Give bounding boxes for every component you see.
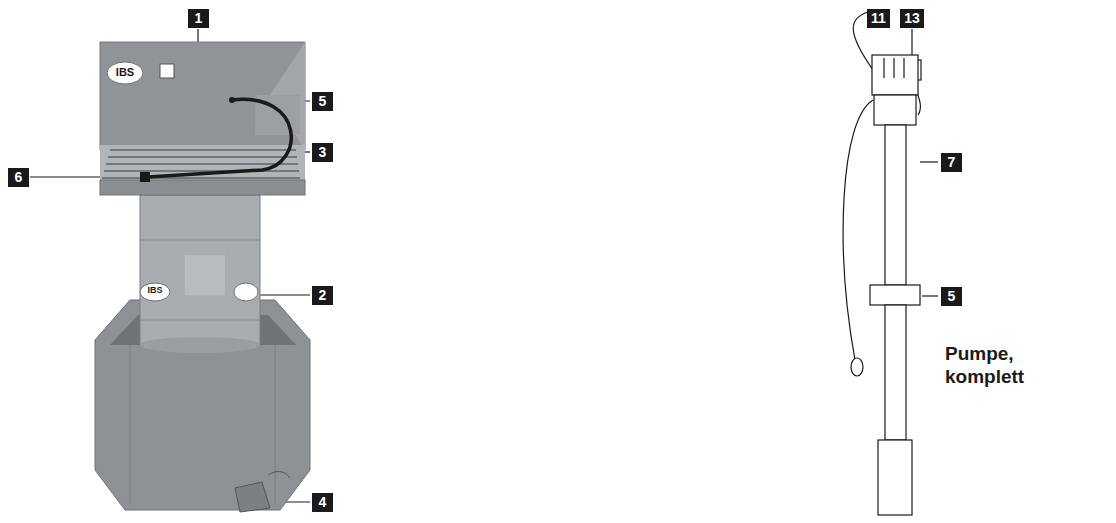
callout-number: 4 xyxy=(319,494,327,510)
callout-number: 13 xyxy=(904,10,920,26)
callout-box: 11 xyxy=(867,9,890,28)
callout-box: 4 xyxy=(312,493,333,512)
callout-number: 11 xyxy=(871,10,886,26)
callout-box: 6 xyxy=(8,168,29,187)
callout-box: 13 xyxy=(900,9,924,28)
callout-number: 3 xyxy=(319,144,327,160)
callout-number: 1 xyxy=(195,10,203,26)
callout-box: 1 xyxy=(188,9,209,28)
callout-number: 7 xyxy=(948,154,956,170)
callout-number: 6 xyxy=(15,169,23,185)
callout-number: 2 xyxy=(319,287,327,303)
caption-label: Pumpe, komplett xyxy=(945,343,1065,389)
callout-number: 5 xyxy=(319,93,327,109)
callout-box: 2 xyxy=(312,286,333,305)
logo-text: IBS xyxy=(108,66,142,79)
drum xyxy=(140,195,260,353)
callout-box: 3 xyxy=(312,143,333,162)
callout-box: 5 xyxy=(941,287,962,306)
sink-table xyxy=(100,42,305,195)
pump xyxy=(843,12,921,515)
logo-text: IBS xyxy=(140,285,170,296)
foot-pedal xyxy=(235,472,290,512)
callout-box: 5 xyxy=(312,92,333,111)
callout-number: 5 xyxy=(948,288,956,304)
callout-box: 7 xyxy=(941,153,962,172)
